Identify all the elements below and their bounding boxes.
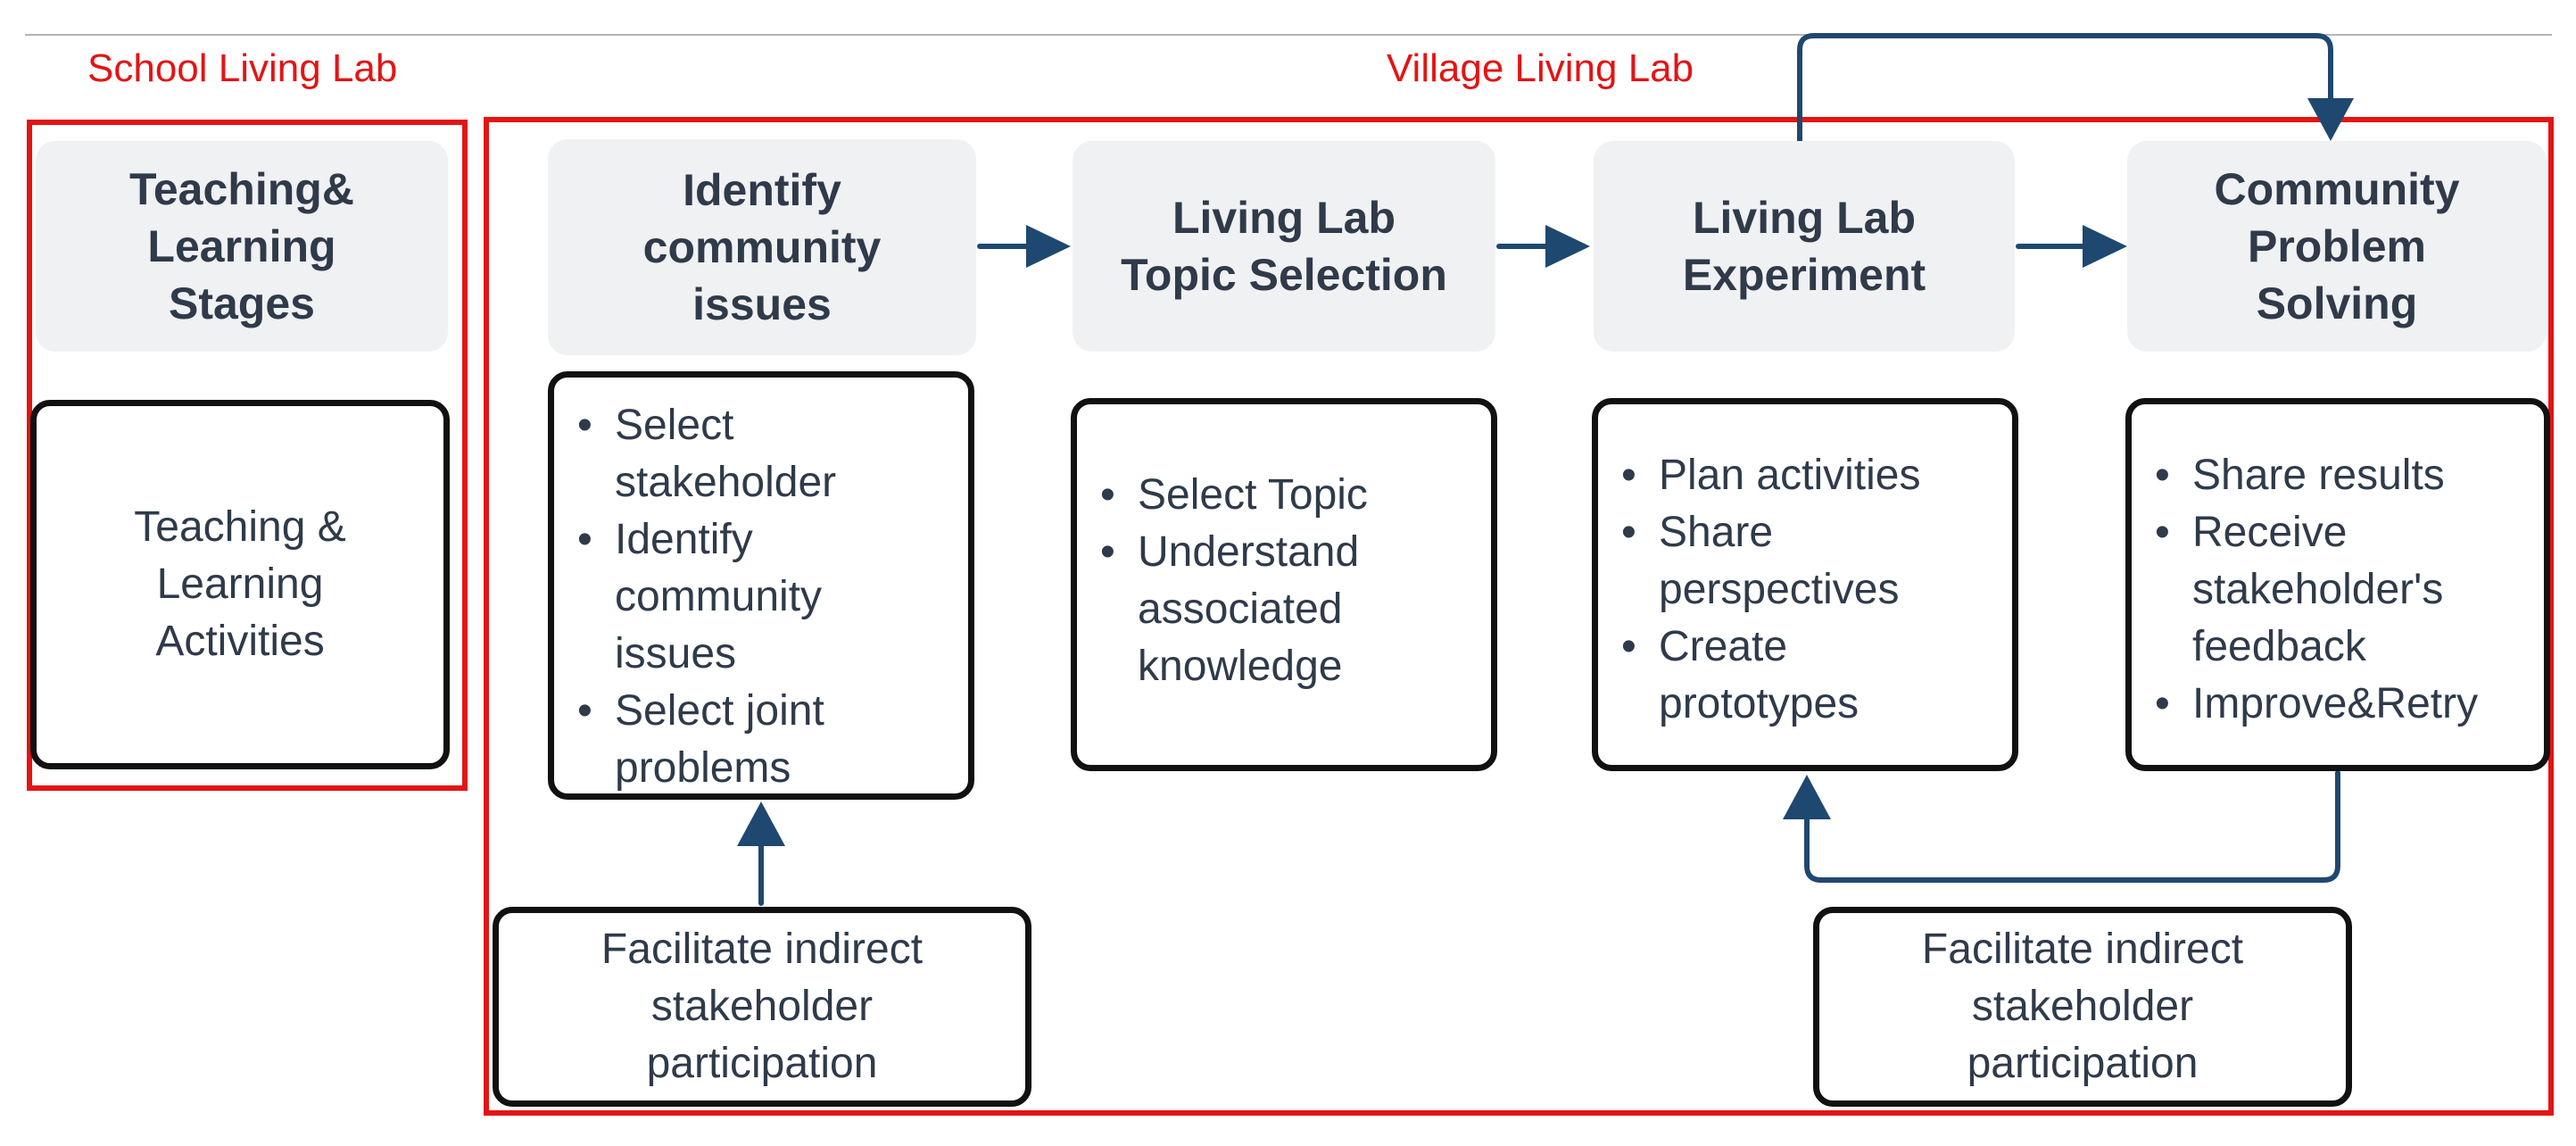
list-item: Select joint problems — [554, 683, 968, 797]
item-line: Select joint — [615, 687, 824, 735]
stage-solving-line-3: Solving — [2256, 278, 2418, 328]
stage-teaching-line-3: Stages — [169, 278, 315, 328]
stage-identify-line-2: community — [642, 222, 882, 272]
item-line: perspectives — [1659, 566, 1900, 613]
stage-identify-line-1: Identify — [683, 165, 841, 215]
item-line: Understand — [1138, 528, 1360, 576]
list-item: Plan activities — [1598, 447, 2012, 504]
facilitate-right-line-2: stakeholder — [1971, 983, 2194, 1030]
stage-living-lab-experiment: Living Lab Experiment — [1594, 141, 2015, 352]
teaching-activities-box: Teaching & Learning Activities — [30, 400, 450, 769]
stage-solving-line-1: Community — [2214, 164, 2460, 214]
item-line: Identify — [615, 516, 753, 563]
teaching-activities-line-1: Teaching & — [134, 503, 346, 551]
stage-experiment-line-1: Living Lab — [1692, 193, 1916, 243]
facilitate-participation-right-box: Facilitate indirect stakeholder particip… — [1813, 907, 2352, 1107]
village-living-lab-frame — [484, 117, 2554, 1116]
stage-teaching-line-2: Learning — [147, 221, 336, 271]
identify-activities-list: Select stakeholder Identify community is… — [554, 397, 968, 797]
item-line: associated — [1138, 585, 1343, 633]
solving-activities-list: Share results Receive stakeholder's feed… — [2132, 447, 2544, 733]
experiment-activities-list: Plan activities Share perspectives Creat… — [1598, 447, 2012, 733]
teaching-activities-line-3: Activities — [155, 618, 325, 665]
item-line: issues — [615, 630, 737, 677]
item-line: Create — [1659, 623, 1788, 670]
facilitate-left-line-2: stakeholder — [650, 983, 874, 1030]
arrowhead-topic — [1026, 225, 1071, 268]
stage-teaching-line-1: Teaching& — [129, 164, 354, 214]
list-item: Select stakeholder — [554, 397, 968, 511]
item-line: prototypes — [1659, 680, 1860, 727]
facilitate-right-line-1: Facilitate indirect — [1921, 926, 2244, 973]
item-line: stakeholder's — [2192, 566, 2444, 613]
school-living-lab-frame — [27, 120, 468, 791]
item-line: Receive — [2192, 509, 2348, 556]
item-line: Share — [1659, 509, 1774, 556]
stage-community-problem-solving: Community Problem Solving — [2127, 141, 2547, 352]
list-item: Improve&Retry — [2132, 676, 2544, 733]
list-item: Create prototypes — [1598, 619, 2012, 733]
item-line: knowledge — [1138, 643, 1343, 690]
solving-activities-box: Share results Receive stakeholder's feed… — [2125, 398, 2550, 771]
stage-experiment-line-2: Experiment — [1682, 250, 1926, 300]
identify-activities-box: Select stakeholder Identify community is… — [548, 371, 974, 800]
topic-activities-list: Select Topic Understand associated knowl… — [1077, 467, 1491, 695]
school-living-lab-label: School Living Lab — [87, 46, 398, 90]
top-divider-line — [25, 34, 2552, 36]
village-living-lab-label: Village Living Lab — [1387, 46, 1694, 90]
item-line: Share results — [2192, 452, 2445, 499]
arrowhead-feedback-up — [1783, 775, 1831, 819]
item-line: community — [615, 573, 823, 620]
item-line: Plan activities — [1659, 452, 1921, 499]
list-item: Understand associated knowledge — [1077, 524, 1491, 695]
stage-solving-line-2: Problem — [2247, 221, 2427, 271]
arrowhead-loop-down — [2307, 98, 2354, 141]
stage-identify-community-issues: Identify community issues — [548, 139, 976, 355]
facilitate-right-line-3: participation — [1967, 1040, 2199, 1087]
list-item: Select Topic — [1077, 467, 1491, 524]
arrowhead-experiment — [1545, 225, 1590, 268]
item-line: Select Topic — [1138, 471, 1368, 519]
list-item: Receive stakeholder's feedback — [2132, 504, 2544, 676]
arrowhead-solving — [2083, 225, 2127, 268]
arrow-solving-feedback-to-experiment — [1804, 770, 2340, 883]
item-line: feedback — [2192, 623, 2366, 670]
arrow-experiment-loop-to-solving — [1797, 33, 2333, 144]
item-line: problems — [615, 744, 791, 792]
topic-activities-box: Select Topic Understand associated knowl… — [1071, 398, 1497, 771]
stage-identify-line-3: issues — [692, 279, 832, 329]
list-item: Identify community issues — [554, 511, 968, 683]
stage-teaching-learning: Teaching& Learning Stages — [36, 141, 448, 352]
stage-topic-selection: Living Lab Topic Selection — [1073, 141, 1495, 352]
facilitate-participation-left-box: Facilitate indirect stakeholder particip… — [493, 907, 1031, 1107]
list-item: Share perspectives — [1598, 504, 2012, 619]
facilitate-left-line-1: Facilitate indirect — [601, 926, 924, 973]
stage-topic-line-1: Living Lab — [1172, 193, 1396, 243]
teaching-activities-line-2: Learning — [156, 561, 324, 608]
item-line: stakeholder — [615, 459, 837, 506]
facilitate-left-line-3: participation — [646, 1040, 878, 1087]
stage-topic-line-2: Topic Selection — [1121, 250, 1447, 300]
item-line: Select — [615, 402, 734, 449]
item-line: Improve&Retry — [2192, 680, 2479, 727]
list-item: Share results — [2132, 447, 2544, 504]
experiment-activities-box: Plan activities Share perspectives Creat… — [1592, 398, 2018, 771]
arrowhead-facilitate-up — [737, 801, 785, 846]
